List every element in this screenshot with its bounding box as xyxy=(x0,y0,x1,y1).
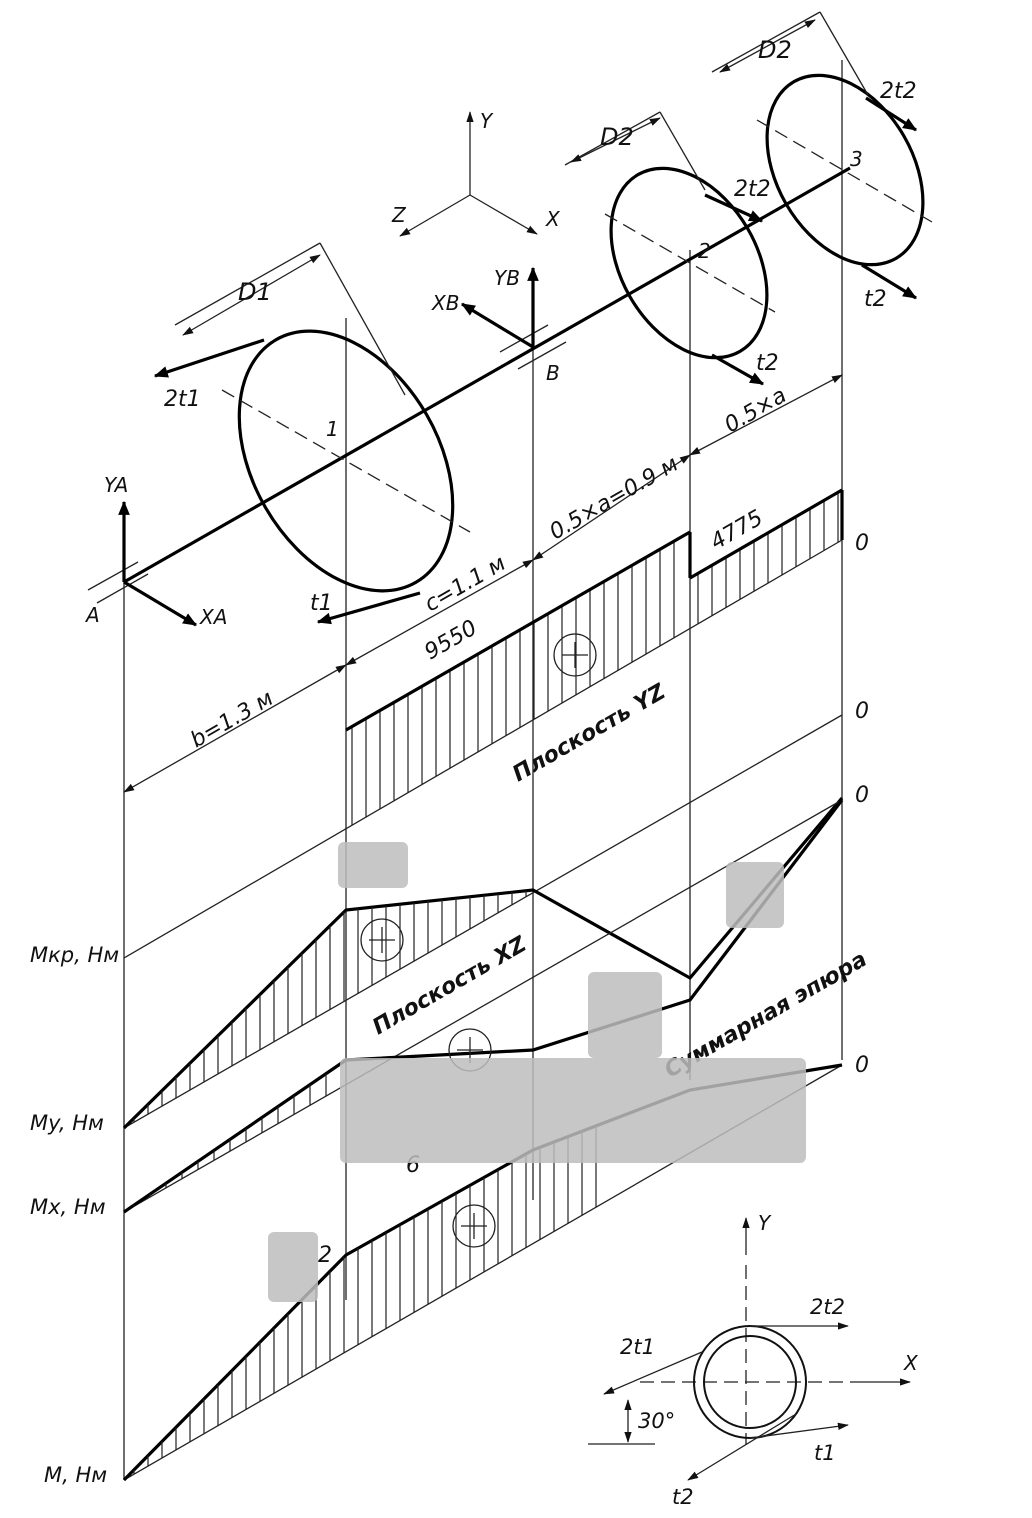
plus-circle-yz xyxy=(553,633,597,677)
dim-b: b=1.3 м xyxy=(187,686,278,753)
zero-label-4: 0 xyxy=(855,1053,869,1078)
wheel-1-force-t1: t1 xyxy=(310,591,333,616)
zero-label-1: 0 xyxy=(855,531,869,556)
support-xb-label: XB xyxy=(431,291,459,315)
wheel-1-force-2t1: 2t1 xyxy=(164,387,201,412)
plus-circle-xz xyxy=(360,918,404,962)
dim-c: c=1.1 м xyxy=(421,551,511,617)
m-value-fragment: 2 xyxy=(318,1243,332,1268)
wheel-2-number: 2 xyxy=(698,239,711,263)
wheel-1-diameter-label: D1 xyxy=(238,278,272,306)
wheel-2: D2 2 2t2 t2 xyxy=(564,111,779,386)
obscured-regions xyxy=(268,842,806,1302)
support-xa-label: XA xyxy=(199,605,227,629)
support-yb-label: YB xyxy=(494,266,520,290)
zero-label-2: 0 xyxy=(855,699,869,724)
support-ya-label: YA xyxy=(104,473,128,497)
axis-z-label: Z xyxy=(391,203,407,227)
dim-half-a-value: 0.5×a=0.9 м xyxy=(546,452,683,546)
dim-half-a: 0.5×a xyxy=(721,383,791,438)
section-force-2t2: 2t2 xyxy=(810,1295,845,1319)
wheel-1-number: 1 xyxy=(326,417,339,441)
wheel-2-force-2t2: 2t2 xyxy=(734,177,771,202)
wheel-3-force-2t2: 2t2 xyxy=(880,79,917,104)
support-a: YA XA A xyxy=(84,473,227,629)
mx-axis-label: Mx, Нм xyxy=(30,1195,106,1219)
mkr-axis-label: Mкр, Нм xyxy=(30,943,119,967)
wheel-3-number: 3 xyxy=(850,147,863,171)
diagram-axis-labels: Mкр, Нм My, Нм Mx, Нм M, Нм xyxy=(30,943,119,1487)
wheel-3-force-t2: t2 xyxy=(864,287,887,312)
m-axis-label: M, Нм xyxy=(44,1463,107,1487)
shaft xyxy=(87,166,851,604)
plus-circle-m xyxy=(452,1204,496,1248)
wheel-3: D2 3 2t2 t2 xyxy=(711,11,933,312)
section-force-t2: t2 xyxy=(672,1485,694,1509)
support-a-label: A xyxy=(84,603,100,627)
torque-hatch-left xyxy=(351,492,839,826)
section-y-label: Y xyxy=(758,1211,772,1235)
projection-lines xyxy=(123,60,843,1480)
section-angle-label: 30° xyxy=(638,1409,675,1433)
support-b-label: B xyxy=(546,361,560,385)
wheel-2-force-t2: t2 xyxy=(756,351,779,376)
section-force-2t1: 2t1 xyxy=(620,1335,655,1359)
support-b: YB XB B xyxy=(431,266,560,385)
section-x-label: X xyxy=(903,1351,919,1375)
wheel-1: D1 1 2t1 t1 xyxy=(153,242,471,625)
plane-xz-label: Плоскость XZ xyxy=(369,932,532,1041)
dimension-lines: b=1.3 м c=1.1 м 0.5×a=0.9 м 0.5×a xyxy=(123,374,843,793)
zero-label-3: 0 xyxy=(855,783,869,808)
my-axis-label: My, Нм xyxy=(30,1111,104,1135)
torque-value-4775: 4775 xyxy=(707,506,768,556)
global-axes: Y X Z xyxy=(391,109,561,237)
axis-y-label: Y xyxy=(480,109,494,133)
wheel-2-diameter-label: D2 xyxy=(600,123,634,151)
section-view: Y X 2t2 2t1 t1 t2 30° xyxy=(588,1211,919,1509)
axis-x-label: X xyxy=(545,207,561,231)
section-force-t1: t1 xyxy=(814,1441,836,1465)
wheel-3-diameter-label: D2 xyxy=(758,36,792,64)
